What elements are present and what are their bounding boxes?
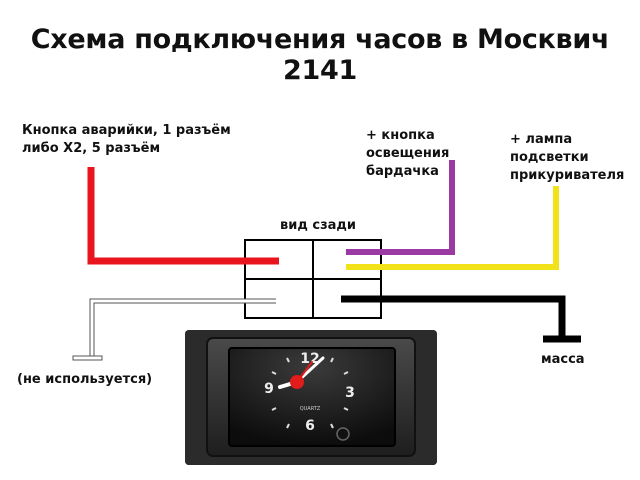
red-wire (87, 167, 279, 265)
clock-ticks (271, 357, 349, 429)
white-wire (90, 299, 276, 357)
not-used-label: (не используется) (17, 372, 153, 387)
yellow-wire (346, 186, 559, 270)
clock-face (228, 347, 396, 447)
numeral-9: 9 (264, 381, 274, 397)
numeral-6: 6 (305, 418, 315, 434)
lighter-lamp-label: + лампа подсветки прикуривателя (510, 131, 624, 185)
black-wire (341, 295, 566, 338)
adjust-knob-icon (336, 427, 350, 441)
glovebox-light-label: + кнопка освещения бардачка (366, 127, 449, 181)
hazard-button-label-line1: Кнопка аварийки, 1 разъём (22, 123, 231, 138)
rear-view-label: вид сзади (280, 218, 357, 233)
clock-brand: QUARTZ (300, 406, 321, 412)
ground-label: масса (541, 352, 585, 367)
glovebox-light-label-line1: + кнопка (366, 128, 435, 143)
hands-hub (290, 375, 304, 389)
lighter-lamp-label-line3: прикуривателя (510, 168, 625, 183)
numeral-3: 3 (345, 385, 355, 401)
lighter-lamp-label-line2: подсветки (510, 150, 589, 165)
white-wire-end (72, 355, 103, 361)
glovebox-light-label-line3: бардачка (366, 164, 439, 179)
glovebox-light-label-line2: освещения (366, 146, 450, 161)
clock-photo: 12 3 6 9 QUARTZ (185, 330, 437, 465)
lighter-lamp-label-line1: + лампа (510, 132, 573, 147)
hazard-button-label-line2: либо Х2, 5 разъём (22, 141, 161, 156)
hazard-button-label: Кнопка аварийки, 1 разъём либо Х2, 5 раз… (22, 122, 231, 158)
numeral-12: 12 (300, 351, 319, 367)
clock-photo-drawing: 12 3 6 9 QUARTZ (185, 330, 437, 465)
purple-wire (346, 160, 455, 255)
page-title: Схема подключения часов в Москвич 2141 (30, 24, 610, 86)
